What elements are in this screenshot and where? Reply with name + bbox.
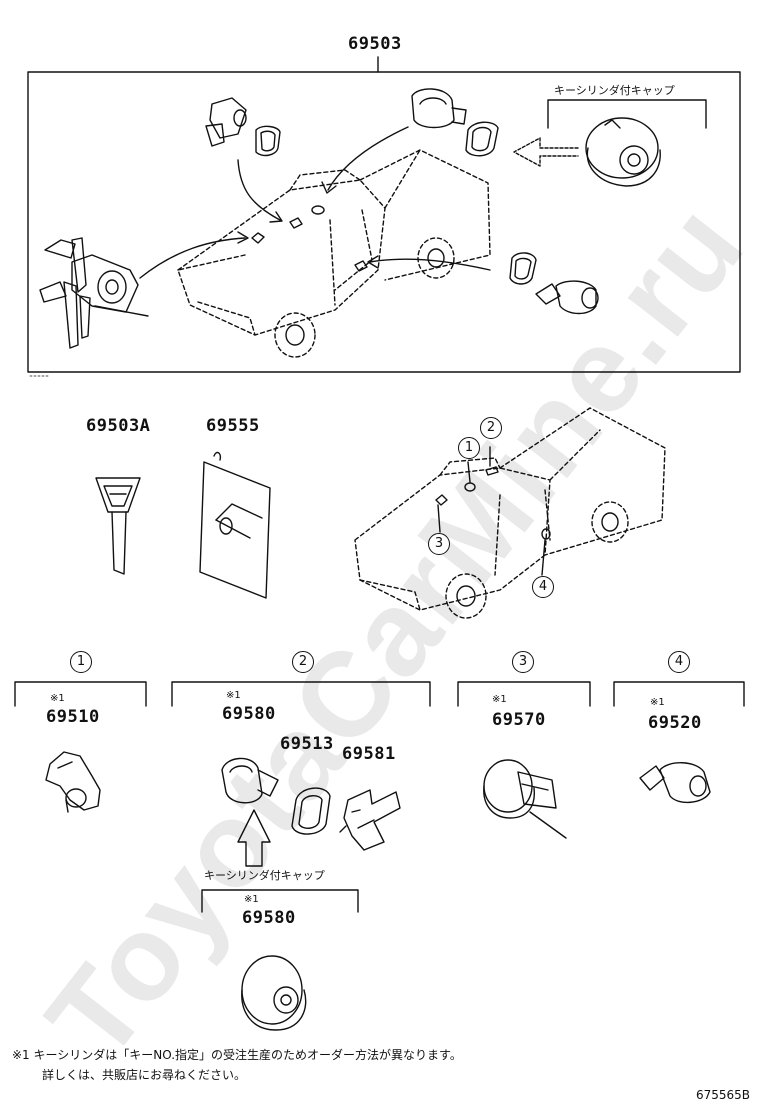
part-69581-illustration — [339, 789, 401, 851]
cap-label-bracket-top — [547, 99, 707, 129]
group-4-marker: 4 — [668, 650, 690, 673]
part-number-69555: 69555 — [206, 416, 260, 436]
group-bracket-2 — [171, 681, 431, 707]
part-number-69520: 69520 — [648, 713, 702, 733]
group-1-marker: 1 — [70, 650, 92, 673]
group-bracket-1 — [14, 681, 147, 707]
arrows-top — [139, 126, 491, 279]
part-69570-illustration — [483, 759, 567, 839]
part-number-69510: 69510 — [46, 707, 100, 727]
note-mark-69570: ※1 — [492, 694, 507, 705]
location-marker-4: 4 — [532, 575, 554, 598]
cap-bracket-bottom — [201, 889, 359, 913]
cap-label-top: キーシリンダ付キャップ — [554, 84, 675, 97]
group-3-marker: 3 — [512, 650, 534, 673]
pickup-truck-top — [177, 149, 491, 336]
lock-marks-middle — [435, 446, 551, 576]
part-69520-illustration — [639, 762, 711, 803]
note-mark-69510: ※1 — [50, 693, 65, 704]
part-69510-illustration — [45, 751, 101, 813]
part-number-69513: 69513 — [280, 734, 334, 754]
note-mark-69520: ※1 — [650, 697, 665, 708]
part-number-69503A: 69503A — [86, 416, 151, 436]
truck-wheels-top — [274, 237, 455, 358]
part-number-69581: 69581 — [342, 744, 396, 764]
part-69580-illustration — [221, 757, 279, 804]
part-number-69570: 69570 — [492, 710, 546, 730]
footnote-line-2: 詳しくは、共販店にお尋ねください。 — [42, 1068, 247, 1082]
truck-wheels-middle — [445, 501, 629, 619]
footnote-line-1: ※1 キーシリンダは「キーNO.指定」の受注生産のためオーダー方法が異なります。 — [12, 1048, 462, 1062]
main-assembly-frame — [27, 56, 741, 377]
gasket-top-left — [255, 125, 281, 157]
door-lock-cylinder-top-left — [205, 97, 247, 147]
location-marker-1: 1 — [458, 436, 480, 459]
arrow-to-cap-top — [513, 137, 579, 167]
lock-marks-top — [251, 205, 368, 272]
key-plate-illustration — [199, 451, 271, 599]
arrow-up-to-69580 — [237, 809, 271, 867]
part-number-69580: 69580 — [222, 704, 276, 724]
location-marker-3: 3 — [428, 532, 450, 555]
diagram-code: 675565B — [695, 1088, 750, 1102]
part-number-69503: 69503 — [348, 34, 402, 54]
group-2-marker: 2 — [292, 650, 314, 673]
ignition-cylinder-with-keys — [39, 237, 149, 349]
gasket-top-right — [509, 252, 537, 285]
pickup-truck-middle — [354, 407, 666, 611]
lock-cylinder-top-center — [411, 88, 467, 129]
door-lock-cylinder-top-right — [535, 280, 599, 315]
note-mark-69580: ※1 — [226, 690, 241, 701]
key-illustration — [95, 477, 141, 575]
cap-with-cylinder-top — [585, 117, 661, 187]
part-number-cap-69580: 69580 — [242, 908, 296, 928]
cap-with-cylinder-bottom — [241, 955, 307, 1031]
group-bracket-3 — [457, 681, 591, 707]
location-marker-2: 2 — [480, 416, 502, 439]
part-69513-illustration — [291, 787, 331, 835]
gasket-top-center — [465, 121, 499, 157]
cap-label-bottom: キーシリンダ付キャップ — [204, 869, 325, 882]
note-mark-cap-69580: ※1 — [244, 894, 259, 905]
group-bracket-4 — [613, 681, 745, 707]
